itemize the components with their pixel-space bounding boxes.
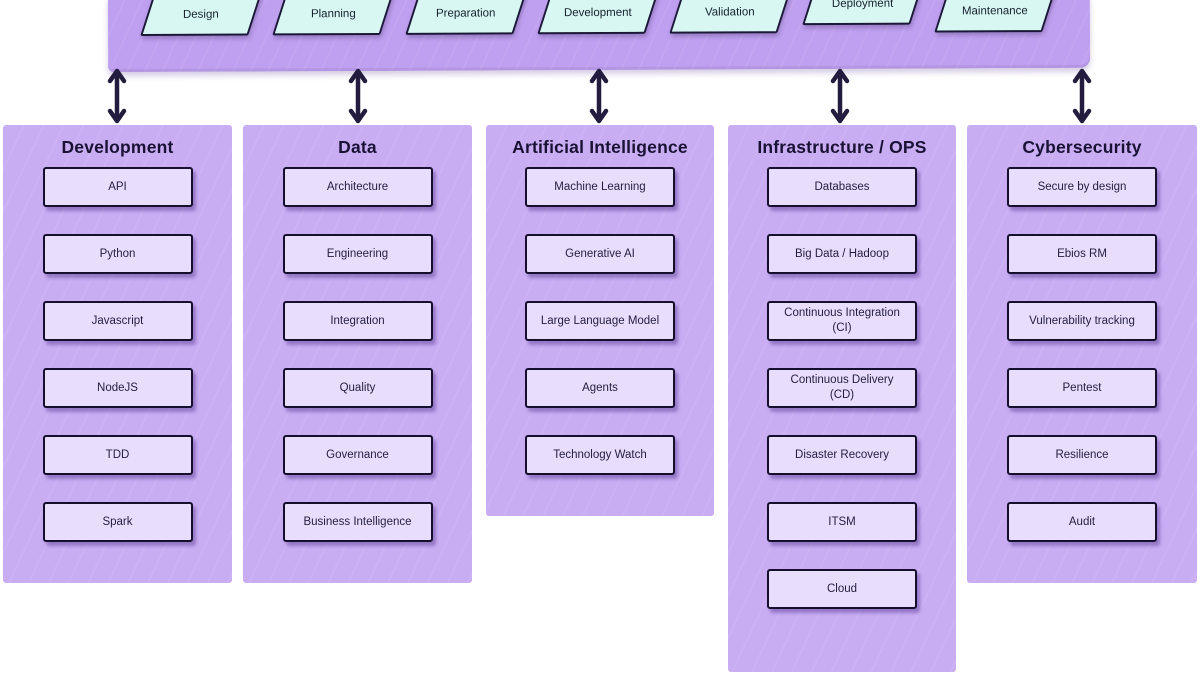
phase-label: Planning xyxy=(310,8,356,21)
panel-title: Data xyxy=(338,137,377,157)
skill-box: Integration xyxy=(282,301,433,341)
skill-box: Generative AI xyxy=(525,234,675,274)
phase-validation: Validation xyxy=(669,0,793,34)
skill-box: Ebios RM xyxy=(1007,234,1157,274)
phase-label: Maintenance xyxy=(961,5,1028,18)
panel-development: Development API Python Javascript NodeJS… xyxy=(3,125,232,583)
double-arrow-icon xyxy=(347,68,369,124)
skill-box: ITSM xyxy=(767,502,917,542)
skill-box: Machine Learning xyxy=(525,167,675,207)
skill-box: Secure by design xyxy=(1007,167,1157,207)
phase-label: Deployment xyxy=(831,0,894,10)
skill-box: Continuous Delivery (CD) xyxy=(767,368,917,408)
skill-box: Resilience xyxy=(1007,435,1157,475)
panel-infrastructure-ops: Infrastructure / OPS Databases Big Data … xyxy=(728,125,956,672)
phase-label: Validation xyxy=(705,6,756,19)
skill-box: API xyxy=(42,167,193,207)
skill-box: Vulnerability tracking xyxy=(1007,301,1157,341)
skill-box: Agents xyxy=(525,368,675,408)
phase-design: Design xyxy=(140,0,264,37)
skill-box: Pentest xyxy=(1007,368,1157,408)
skill-box: Disaster Recovery xyxy=(767,435,917,475)
phase-development: Development xyxy=(537,0,661,35)
skill-box: Big Data / Hadoop xyxy=(767,234,917,274)
phase-deployment: Deployment xyxy=(801,0,926,26)
skill-box: Databases xyxy=(767,167,917,207)
panel-title: Cybersecurity xyxy=(1022,137,1142,157)
double-arrow-icon xyxy=(588,68,610,124)
phase-preparation: Preparation xyxy=(404,0,529,35)
phase-label: Design xyxy=(183,8,219,21)
panel-title: Infrastructure / OPS xyxy=(757,137,927,157)
skill-box: NodeJS xyxy=(42,368,193,408)
skill-box: Quality xyxy=(282,368,433,408)
phase-label: Development xyxy=(564,6,632,20)
panel-title: Artificial Intelligence xyxy=(512,137,688,157)
phase-maintenance: Maintenance xyxy=(934,0,1058,33)
panel-cybersecurity: Cybersecurity Secure by design Ebios RM … xyxy=(967,125,1197,583)
skill-box: Spark xyxy=(42,502,193,542)
skill-box: Cloud xyxy=(767,569,917,609)
panel-data: Data Architecture Engineering Integratio… xyxy=(243,125,472,583)
skill-box: Technology Watch xyxy=(525,435,675,475)
skill-box: Engineering xyxy=(282,234,433,274)
skill-box: Continuous Integration (CI) xyxy=(767,301,917,341)
skill-box: TDD xyxy=(42,435,193,475)
panel-artificial-intelligence: Artificial Intelligence Machine Learning… xyxy=(486,125,714,516)
skill-box: Javascript xyxy=(42,301,193,341)
double-arrow-icon xyxy=(829,68,851,124)
skill-box: Audit xyxy=(1007,502,1157,542)
double-arrow-icon xyxy=(106,68,128,124)
process-bar: Design Planning Preparation Development … xyxy=(107,0,1091,73)
skill-box: Python xyxy=(42,234,193,274)
double-arrow-icon xyxy=(1071,68,1093,124)
phase-label: Preparation xyxy=(435,7,496,20)
skill-box: Governance xyxy=(282,435,433,475)
skill-box: Large Language Model xyxy=(525,301,675,341)
skill-box: Business Intelligence xyxy=(282,502,433,542)
phase-planning: Planning xyxy=(272,0,396,36)
panel-title: Development xyxy=(61,137,174,157)
skill-box: Architecture xyxy=(282,167,433,207)
